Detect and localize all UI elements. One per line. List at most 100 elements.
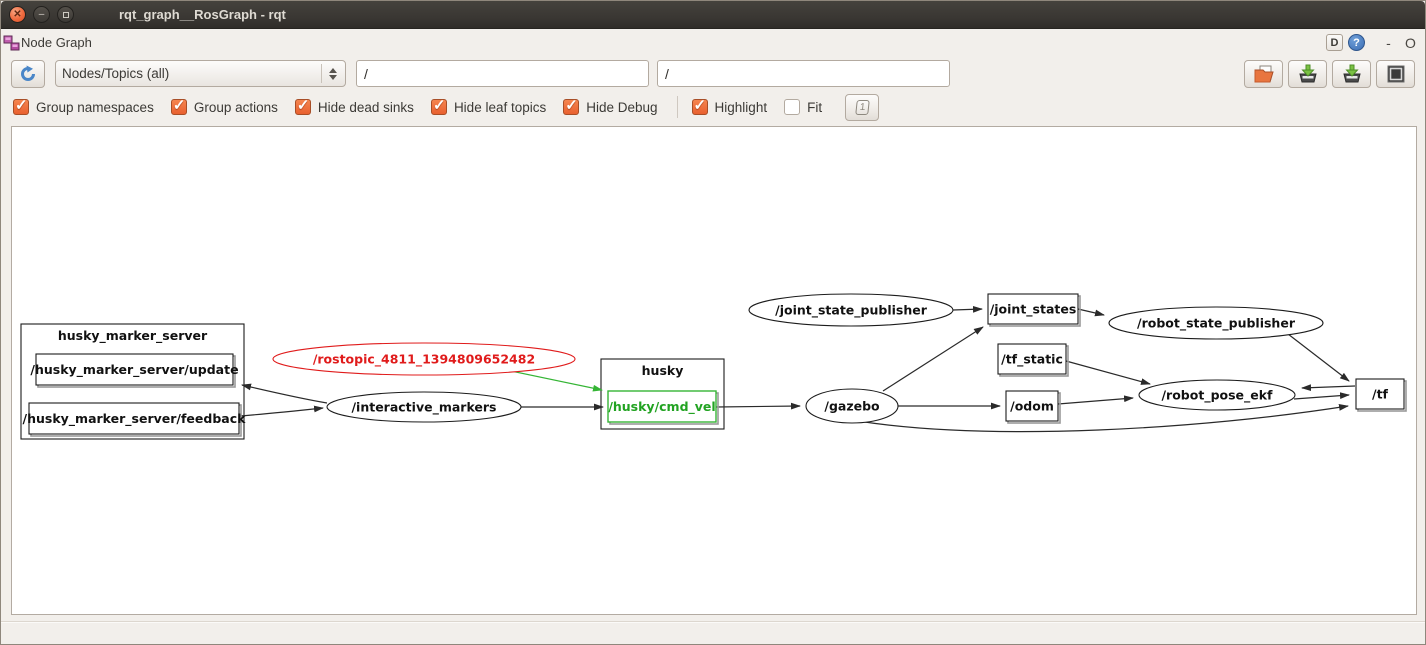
filter-bar: ✓ Group namespaces ✓ Group actions ✓ Hid… <box>1 91 1425 123</box>
rect-tf[interactable]: /tf <box>1356 379 1406 411</box>
save-as-dot-button[interactable] <box>1288 60 1327 88</box>
node-label: /rostopic_4811_1394809652482 <box>313 352 535 368</box>
node-graph: husky husky_marker_server /husky_marker_s… <box>12 127 1416 614</box>
rect-husky_marker_server_feedback[interactable]: /husky_marker_server/feedback <box>23 403 247 436</box>
zoom-one-to-one-button[interactable]: 1 <box>845 94 879 121</box>
edge-husky_marker_server_feedback-to-interactive_markers <box>239 408 323 416</box>
ellipse-gazebo[interactable]: /gazebo <box>806 389 898 423</box>
window-title: rqt_graph__RosGraph - rqt <box>119 7 286 22</box>
ellipse-joint_state_publisher[interactable]: /joint_state_publisher <box>749 294 953 326</box>
checkbox-highlight[interactable]: ✓ Highlight <box>692 99 768 115</box>
toolbar-separator <box>677 96 678 118</box>
edge-robot_pose_ekf-to-tf <box>1294 395 1349 399</box>
save-as-svg-button[interactable] <box>1332 60 1371 88</box>
status-bar <box>1 622 1425 644</box>
edge-gazebo-to-tf <box>858 406 1348 432</box>
node-label: /joint_states <box>990 302 1077 318</box>
node-label: /tf <box>1372 387 1389 402</box>
checkbox-icon: ✓ <box>295 99 311 115</box>
checkbox-label: Group actions <box>194 100 278 115</box>
rect-odom[interactable]: /odom <box>1006 391 1060 423</box>
save-as-image-button[interactable] <box>1376 60 1415 88</box>
edge-husky_cmd_vel-to-gazebo <box>716 406 800 407</box>
checkbox-hide-leaf-topics[interactable]: ✓ Hide leaf topics <box>431 99 546 115</box>
graph-type-combobox[interactable]: Nodes/Topics (all) <box>55 60 346 87</box>
dock-titlebar: Node Graph D ? - O <box>1 29 1425 56</box>
node-label: /husky_marker_server/feedback <box>23 411 247 427</box>
edge-tf_static-to-robot_pose_ekf <box>1066 361 1150 384</box>
edge-joint_states-to-robot_state_publisher <box>1078 309 1104 315</box>
topic-filter-value: / <box>665 66 669 82</box>
checkbox-icon: ✓ <box>13 99 29 115</box>
window-maximize-button[interactable] <box>57 6 74 23</box>
checkbox-label: Hide Debug <box>586 100 657 115</box>
checkbox-label: Highlight <box>715 100 768 115</box>
rect-husky_cmd_vel[interactable]: /husky/cmd_vel <box>608 391 718 424</box>
ellipse-robot_state_publisher[interactable]: /robot_state_publisher <box>1109 307 1323 339</box>
checkbox-hide-debug[interactable]: ✓ Hide Debug <box>563 99 657 115</box>
dock-dock-button[interactable]: D <box>1326 34 1343 51</box>
window-titlebar[interactable]: ✕ – rqt_graph__RosGraph - rqt <box>1 1 1425 29</box>
node-label: /gazebo <box>824 399 880 414</box>
save-svg-icon <box>1341 64 1363 84</box>
node-graph-icon <box>3 34 20 51</box>
window-controls: ✕ – <box>9 6 74 23</box>
combobox-spinner-icon <box>321 64 337 83</box>
ellipse-rostopic_4811_1394809652482[interactable]: /rostopic_4811_1394809652482 <box>273 343 575 375</box>
node-label: /interactive_markers <box>351 400 496 416</box>
window-minimize-button[interactable]: – <box>33 6 50 23</box>
node-filter-input[interactable]: / <box>356 60 649 87</box>
edge-rostopic_4811_1394809652482-to-husky_cmd_vel <box>506 370 602 390</box>
node-label: /odom <box>1010 399 1054 414</box>
save-dot-icon <box>1297 64 1319 84</box>
open-dot-file-button[interactable] <box>1244 60 1283 88</box>
open-folder-icon <box>1253 64 1275 84</box>
node-label: husky <box>642 363 684 378</box>
rect-joint_states[interactable]: /joint_states <box>988 294 1080 326</box>
graph-toolbar: Nodes/Topics (all) / / <box>1 56 1425 91</box>
one-to-one-icon: 1 <box>855 100 870 115</box>
checkbox-group-namespaces[interactable]: ✓ Group namespaces <box>13 99 154 115</box>
checkbox-group-actions[interactable]: ✓ Group actions <box>171 99 278 115</box>
checkbox-label: Fit <box>807 100 822 115</box>
refresh-graph-button[interactable] <box>11 60 45 88</box>
node-label: /tf_static <box>1001 352 1063 368</box>
rect-tf_static[interactable]: /tf_static <box>998 344 1068 376</box>
checkbox-label: Hide leaf topics <box>454 100 546 115</box>
help-icon[interactable]: ? <box>1348 34 1365 51</box>
node-filter-value: / <box>364 66 368 82</box>
dock-title: Node Graph <box>21 35 92 50</box>
node-label: husky_marker_server <box>58 328 208 344</box>
node-label: /joint_state_publisher <box>775 303 928 319</box>
save-image-icon <box>1385 64 1407 84</box>
edge-interactive_markers-to-husky_marker_server_update <box>242 385 327 403</box>
checkbox-icon: ✓ <box>171 99 187 115</box>
edge-tf-to-robot_pose_ekf <box>1302 386 1355 388</box>
topic-filter-input[interactable]: / <box>657 60 950 87</box>
checkbox-icon: ✓ <box>431 99 447 115</box>
checkbox-icon: ✓ <box>692 99 708 115</box>
window-close-button[interactable]: ✕ <box>9 6 26 23</box>
node-label: /robot_pose_ekf <box>1161 388 1273 404</box>
node-label: /robot_state_publisher <box>1137 316 1296 332</box>
dock-float-button[interactable]: O <box>1402 34 1419 51</box>
checkbox-label: Group namespaces <box>36 100 154 115</box>
dock-minimize-button[interactable]: - <box>1380 34 1397 51</box>
checkbox-hide-dead-sinks[interactable]: ✓ Hide dead sinks <box>295 99 414 115</box>
checkbox-icon: ✓ <box>784 99 800 115</box>
edge-robot_state_publisher-to-tf <box>1288 334 1349 381</box>
edge-gazebo-to-joint_states <box>883 327 983 391</box>
rect-husky_marker_server_update[interactable]: /husky_marker_server/update <box>30 354 238 387</box>
node-label: /husky/cmd_vel <box>608 399 715 415</box>
refresh-icon <box>19 65 37 83</box>
edge-odom-to-robot_pose_ekf <box>1058 398 1133 404</box>
checkbox-fit[interactable]: ✓ Fit <box>784 99 822 115</box>
graph-type-value: Nodes/Topics (all) <box>62 66 321 81</box>
node-label: /husky_marker_server/update <box>30 362 238 378</box>
checkbox-label: Hide dead sinks <box>318 100 414 115</box>
checkbox-icon: ✓ <box>563 99 579 115</box>
ellipse-robot_pose_ekf[interactable]: /robot_pose_ekf <box>1139 380 1295 410</box>
graph-canvas[interactable]: husky husky_marker_server /husky_marker_s… <box>11 126 1417 615</box>
ellipse-interactive_markers[interactable]: /interactive_markers <box>327 392 521 422</box>
